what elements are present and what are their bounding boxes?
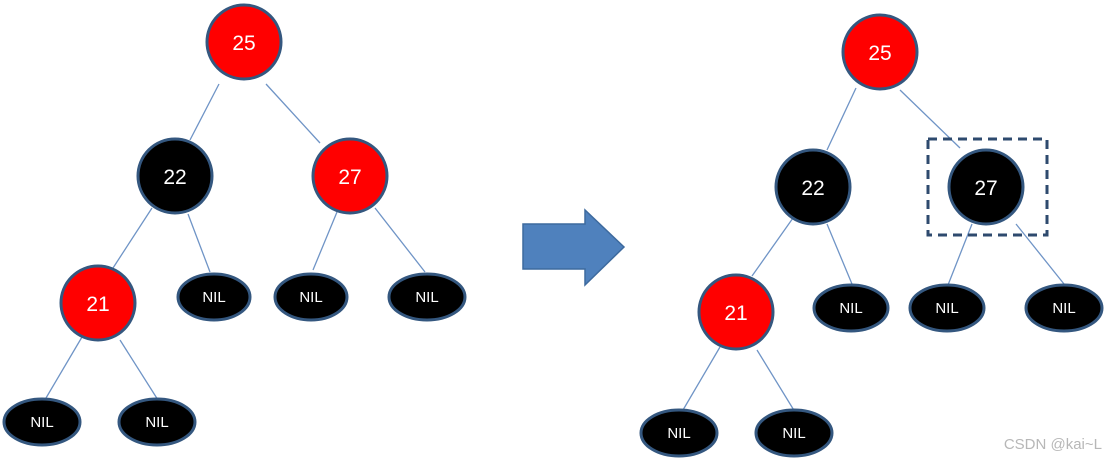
edge-25-22 (189, 83, 220, 141)
svg-text:NIL: NIL (839, 300, 862, 317)
edge-27-nil-left (947, 223, 973, 286)
nil-leaf: NIL (754, 408, 834, 458)
transform-arrow-icon (522, 208, 626, 287)
tree-node-22: 22 (774, 148, 852, 226)
nil-leaf: NIL (387, 272, 467, 322)
svg-text:NIL: NIL (30, 414, 53, 431)
nil-leaf: NIL (2, 397, 82, 447)
svg-text:NIL: NIL (202, 289, 225, 306)
edge-21-nil-left (682, 346, 721, 411)
edge-22-21 (751, 217, 794, 277)
svg-text:27: 27 (338, 166, 361, 189)
svg-text:27: 27 (974, 177, 997, 200)
edge-21-nil-left (45, 336, 83, 399)
svg-text:NIL: NIL (782, 425, 805, 442)
svg-text:NIL: NIL (415, 289, 438, 306)
nil-leaf: NIL (1024, 283, 1104, 333)
svg-text:25: 25 (232, 32, 255, 55)
svg-text:25: 25 (868, 42, 891, 65)
edge-22-nil (826, 223, 853, 285)
tree-node-25: 25 (841, 13, 919, 91)
watermark-text: CSDN @kai~L (1003, 436, 1102, 453)
tree-node-21: 21 (59, 264, 137, 342)
before-tree: 25 22 27 21 NIL NIL NIL NIL (2, 3, 467, 447)
edge-25-22 (826, 87, 857, 151)
edge-27-nil-right (374, 207, 426, 273)
svg-text:NIL: NIL (145, 414, 168, 431)
svg-text:21: 21 (724, 302, 747, 325)
tree-node-22: 22 (136, 137, 214, 215)
svg-text:NIL: NIL (299, 289, 322, 306)
edge-27-nil-right (1015, 223, 1065, 285)
after-tree: 25 22 27 21 NIL NIL NIL NIL (639, 13, 1104, 458)
edge-21-nil-right (756, 349, 796, 413)
svg-text:NIL: NIL (1052, 300, 1075, 317)
edge-22-nil (187, 213, 211, 273)
nil-leaf: NIL (812, 283, 890, 333)
edge-22-21 (112, 207, 153, 269)
tree-node-27: 27 (311, 137, 389, 215)
svg-text:22: 22 (163, 166, 186, 189)
svg-text:21: 21 (86, 293, 109, 316)
nil-leaf: NIL (273, 272, 349, 322)
svg-text:22: 22 (801, 177, 824, 200)
edge-27-nil-left (312, 211, 338, 271)
tree-node-27: 27 (947, 148, 1025, 226)
edge-21-nil-right (119, 339, 159, 401)
tree-node-25: 25 (205, 3, 283, 81)
highlight-box (926, 137, 1049, 237)
tree-node-21: 21 (697, 273, 775, 351)
svg-text:NIL: NIL (667, 425, 690, 442)
nil-leaf: NIL (176, 272, 252, 322)
svg-text:NIL: NIL (935, 300, 958, 317)
nil-leaf: NIL (908, 283, 986, 333)
edge-25-27 (265, 83, 321, 144)
nil-leaf: NIL (639, 408, 719, 458)
nil-leaf: NIL (117, 397, 197, 447)
